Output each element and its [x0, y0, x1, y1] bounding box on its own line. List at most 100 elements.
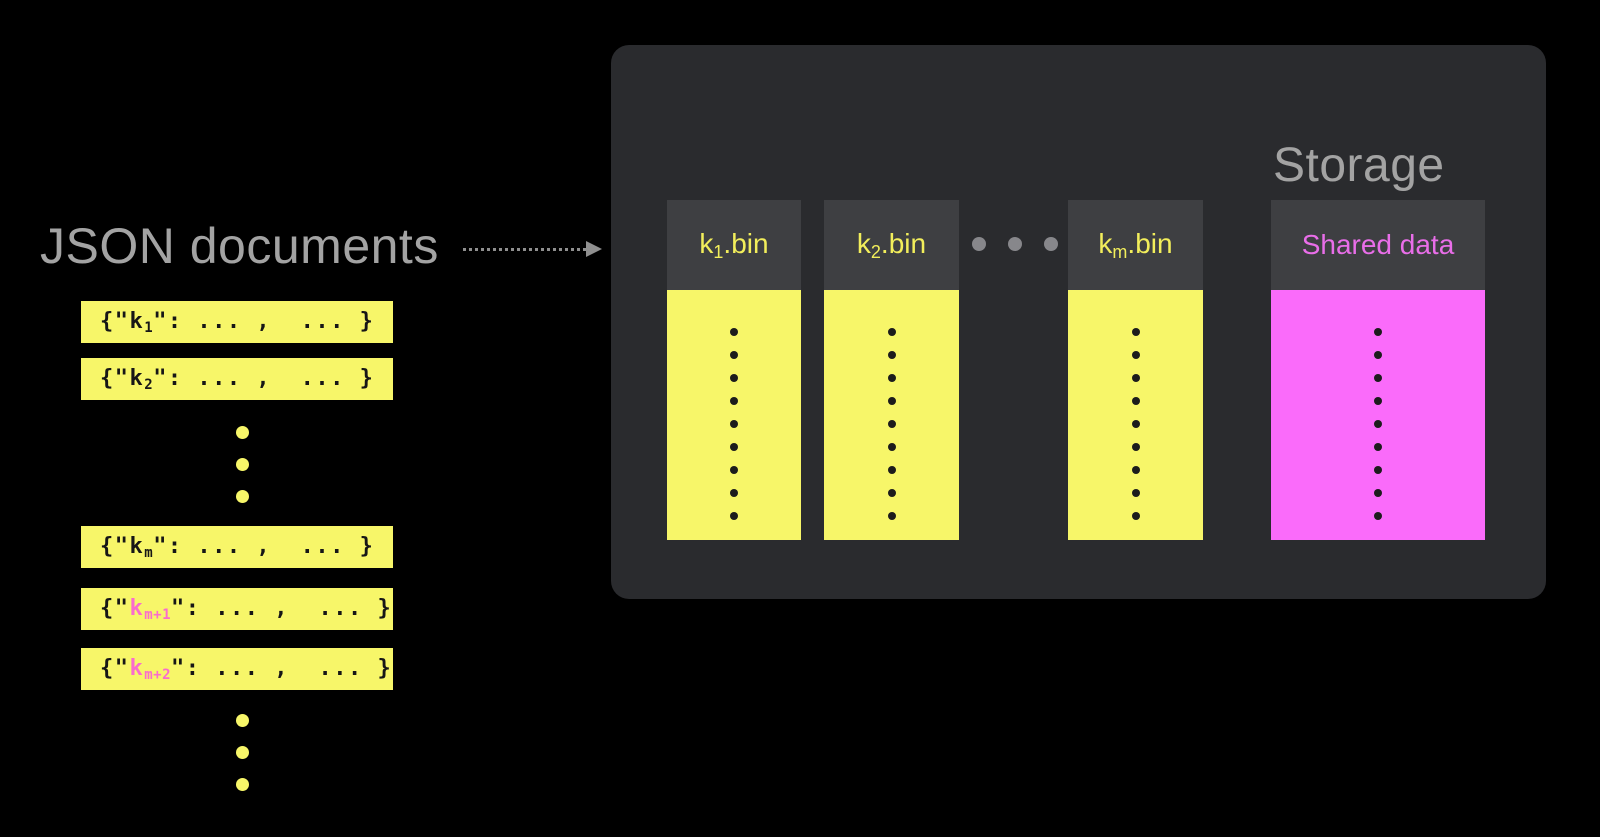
doc-key-sub: m+2 — [144, 666, 172, 683]
code-text: ": ... , ... } — [153, 365, 375, 391]
dot — [730, 351, 738, 359]
file-label: k1.bin — [699, 227, 769, 262]
doc-key-base: k — [129, 533, 145, 559]
doc-key: k1 — [129, 308, 154, 336]
doc-key-sub: 1 — [144, 319, 154, 336]
dot — [887, 443, 896, 451]
dot — [236, 458, 249, 471]
bin-file-tab-k1: k1.bin — [667, 200, 801, 290]
code-text: {" — [100, 595, 130, 621]
code-text: ": ... , ... } — [171, 655, 393, 681]
code-text: ": ... , ... } — [153, 533, 375, 559]
code-text: {" — [100, 655, 130, 681]
dot — [1374, 351, 1382, 359]
json-doc-code: {"k1": ... , ... } — [100, 309, 374, 336]
code-text: {" — [100, 365, 130, 391]
doc-key-base: k — [129, 655, 145, 681]
dot — [1131, 489, 1140, 497]
file-label: Shared data — [1301, 229, 1455, 260]
dot — [1131, 374, 1140, 382]
dot — [887, 512, 896, 520]
bin-file-body-km — [1068, 290, 1203, 540]
bin-file-body-k2 — [824, 290, 959, 540]
shared-data-tab: Shared data — [1271, 200, 1485, 290]
doc-key: km — [129, 533, 154, 561]
dot — [1374, 512, 1382, 520]
dot — [1131, 512, 1140, 520]
dot — [1374, 374, 1382, 382]
dot — [1131, 397, 1140, 405]
dot — [730, 512, 738, 520]
dot — [1374, 489, 1382, 497]
doc-key-sub: m+1 — [144, 606, 172, 623]
doc-key-base: k — [129, 365, 145, 391]
code-text: ": ... , ... } — [153, 308, 375, 334]
dot — [1374, 466, 1382, 474]
doc-key: k2 — [129, 365, 154, 393]
code-text: {" — [100, 533, 130, 559]
dot — [730, 374, 738, 382]
dot — [887, 374, 896, 382]
json-doc-code: {"km+1": ... , ... } — [100, 596, 392, 623]
dot — [887, 420, 896, 428]
arrow-dotted-line — [463, 248, 586, 251]
storage-title: Storage — [1273, 139, 1445, 192]
dot — [1131, 328, 1140, 336]
bin-file-tab-km: km.bin — [1068, 200, 1203, 290]
dot — [236, 746, 249, 759]
bin-file-tab-k2: k2.bin — [824, 200, 959, 290]
doc-key-highlighted: km+2 — [129, 655, 172, 683]
doc-key-highlighted: km+1 — [129, 595, 172, 623]
dot — [730, 466, 738, 474]
json-doc-bar-k1: {"k1": ... , ... } — [81, 301, 393, 343]
doc-key-base: k — [129, 595, 145, 621]
dot — [887, 328, 896, 336]
dot — [887, 351, 896, 359]
file-content-dots — [1131, 328, 1140, 540]
bin-file-body-k1 — [667, 290, 801, 540]
dot — [730, 443, 738, 451]
doc-key-sub: 2 — [144, 376, 154, 393]
dot — [887, 397, 896, 405]
dot — [1131, 443, 1140, 451]
file-content-dots — [887, 328, 896, 540]
file-content-dots — [730, 328, 738, 540]
doc-key-sub: m — [144, 544, 154, 561]
json-doc-code: {"km+2": ... , ... } — [100, 656, 392, 683]
json-doc-bar-km1: {"km+1": ... , ... } — [81, 588, 393, 630]
dot — [1374, 328, 1382, 336]
dot — [236, 426, 249, 439]
dot — [1374, 397, 1382, 405]
code-text: {" — [100, 308, 130, 334]
json-doc-code: {"km": ... , ... } — [100, 534, 374, 561]
dot — [1131, 351, 1140, 359]
dot — [1008, 237, 1022, 251]
dot — [236, 778, 249, 791]
storage-panel: Storage k1.bin k2.bin km.bin Shared data — [611, 45, 1546, 599]
dot — [730, 397, 738, 405]
dot — [1374, 420, 1382, 428]
dot — [1374, 443, 1382, 451]
json-documents-title: JSON documents — [40, 218, 439, 274]
dot — [730, 420, 738, 428]
dot — [887, 466, 896, 474]
json-doc-code: {"k2": ... , ... } — [100, 366, 374, 393]
dot — [972, 237, 986, 251]
file-label: km.bin — [1098, 227, 1173, 262]
code-text: ": ... , ... } — [171, 595, 393, 621]
dot — [1044, 237, 1058, 251]
json-doc-bar-k2: {"k2": ... , ... } — [81, 358, 393, 400]
json-doc-bar-km: {"km": ... , ... } — [81, 526, 393, 568]
dot — [1131, 466, 1140, 474]
dot — [1131, 420, 1140, 428]
dot — [236, 490, 249, 503]
dot — [730, 328, 738, 336]
file-label: k2.bin — [856, 227, 927, 262]
arrow-head-icon — [586, 241, 602, 257]
dot — [730, 489, 738, 497]
file-content-dots — [1374, 328, 1382, 540]
doc-key-base: k — [129, 308, 145, 334]
json-doc-bar-km2: {"km+2": ... , ... } — [81, 648, 393, 690]
ellipsis-dots-vertical — [236, 714, 249, 791]
